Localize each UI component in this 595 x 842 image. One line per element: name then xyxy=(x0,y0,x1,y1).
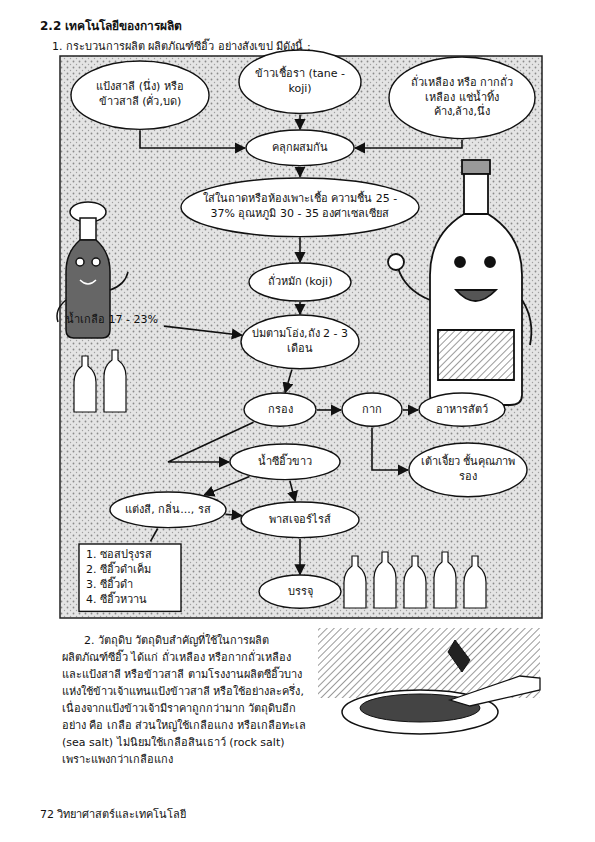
node-text: กรอง xyxy=(251,403,309,418)
node-text: 4. ซีอิ๊วหวาน xyxy=(86,593,174,608)
process-bubble: น้ำซีอิ๊วขาว xyxy=(229,443,341,481)
body-paragraph: 2. วัตถุดิบ วัตถุดิบสำคัญที่ใช้ในการผลิต… xyxy=(62,632,306,768)
bottle-row xyxy=(344,552,486,608)
flow-arrow xyxy=(299,302,301,314)
flow-arrow xyxy=(299,167,301,177)
flow-arrow xyxy=(372,428,408,470)
flow-arrow xyxy=(285,370,292,393)
flow-arrow xyxy=(204,477,249,496)
node-text: กาก xyxy=(349,403,395,418)
page-footer: 72 วิทยาศาสตร์และเทคโนโลยี xyxy=(40,806,340,823)
node-text: พาสเจอร์ไรส์ xyxy=(250,513,350,528)
process-bubble: เต้าเจี้ยว ชั้นคุณภาพรอง xyxy=(408,442,528,498)
process-bubble: ถั่วเหลือง หรือ กากถั่วเหลือง แช่น้ำทิ้ง… xyxy=(388,56,536,140)
process-bubble: ใส่ในถาดหรือห้องเพาะเชื้อ ความชื้น 25 - … xyxy=(180,177,420,238)
node-text: อาหารสัตว์ xyxy=(426,403,498,418)
flow-arrow xyxy=(140,130,245,148)
node-text: บ่มตามโอ่ง,ถัง 2 - 3 เดือน xyxy=(252,327,348,357)
process-bubble: กาก xyxy=(341,392,403,427)
node-text: น้ำเกลือ 17 - 23% xyxy=(66,313,158,328)
process-bubble: พาสเจอร์ไรส์ xyxy=(240,501,360,539)
flow-arrow xyxy=(355,140,462,148)
node-text: บรรจุ xyxy=(266,585,334,600)
product-list-box: 1. ซอสปรุงรส2. ซีอิ๊วดำเค็ม3. ซีอิ๊วดำ4.… xyxy=(78,543,182,612)
flow-arrow xyxy=(299,237,301,262)
sauce-dish-illustration xyxy=(318,628,540,734)
process-bubble: กรอง xyxy=(243,392,317,427)
process-bubble: แป้งสาลี (นึ่ง) หรือ ข้าวสาลี (คั่ว,บด) xyxy=(70,60,210,130)
flow-arrow xyxy=(164,326,242,335)
node-text: ถั่วหมัก (koji) xyxy=(258,275,342,290)
flow-arrow xyxy=(317,409,341,411)
small-bottles xyxy=(74,350,126,412)
node-text: เต้าเจี้ยว ชั้นคุณภาพรอง xyxy=(420,455,516,485)
process-bubble: ข้าวเชื้อรา (tane - koji) xyxy=(238,49,362,114)
process-bubble: บรรจุ xyxy=(258,574,342,609)
node-text: แต่งสี, กลิ่น..., รส xyxy=(119,503,217,518)
flow-arrow xyxy=(403,409,418,411)
node-text: ข้าวเชื้อรา (tane - koji) xyxy=(252,67,348,97)
flow-arrow xyxy=(299,539,301,575)
flow-arrow xyxy=(225,514,241,515)
section-title: 2.2 เทคโนโลยีของการผลิต xyxy=(40,16,182,35)
process-bubble: อาหารสัตว์ xyxy=(418,392,506,427)
node-text: 2. ซีอิ๊วดำเค็ม xyxy=(86,563,174,578)
node-text: 1. ซอสปรุงรส xyxy=(86,548,174,563)
process-bubble: ถั่วหมัก (koji) xyxy=(248,262,352,302)
process-bubble: คลุกผสมกัน xyxy=(245,129,355,167)
flow-arrow xyxy=(299,115,301,129)
node-text: คลุกผสมกัน xyxy=(255,141,345,156)
process-bubble: แต่งสี, กลิ่น..., รส xyxy=(109,491,227,529)
flow-arrow xyxy=(150,529,157,542)
node-text: ใส่ในถาดหรือห้องเพาะเชื้อ ความชื้น 25 - … xyxy=(202,192,398,222)
flow-arrow xyxy=(290,481,295,502)
process-bubble: บ่มตามโอ่ง,ถัง 2 - 3 เดือน xyxy=(240,314,360,370)
node-text: แป้งสาลี (นึ่ง) หรือ ข้าวสาลี (คั่ว,บด) xyxy=(86,80,194,110)
node-text: ถั่วเหลือง หรือ กากถั่วเหลือง แช่น้ำทิ้ง… xyxy=(404,76,520,121)
diagram-panel xyxy=(60,56,542,618)
node-text: น้ำซีอิ๊วขาว xyxy=(239,455,331,470)
node-text: 3. ซีอิ๊วดำ xyxy=(86,578,174,593)
input-note: น้ำเกลือ 17 - 23% xyxy=(62,311,162,330)
